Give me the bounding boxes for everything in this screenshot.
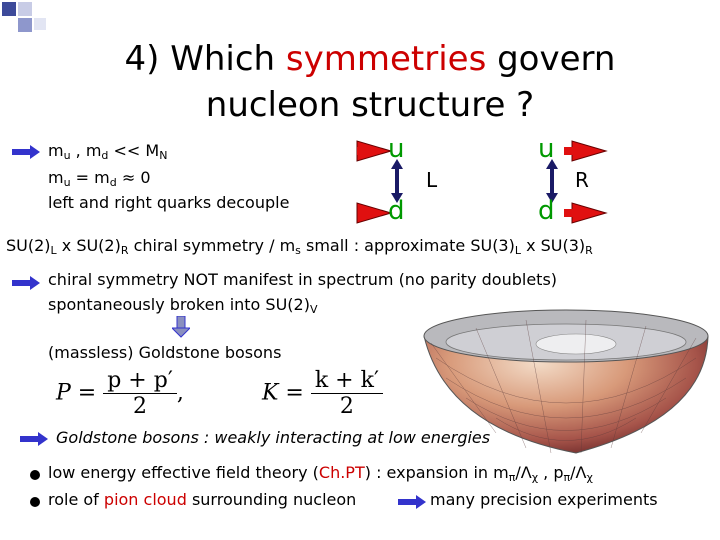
arrow-bullet-icon	[20, 432, 48, 446]
mexican-hat-potential-image	[423, 309, 709, 454]
chiral-symmetry-line: SU(2)L x SU(2)R chiral symmetry / ms sma…	[6, 236, 593, 257]
precision-experiments-label: many precision experiments	[430, 490, 658, 509]
bullet-dot	[30, 470, 40, 480]
right-quark-u: u	[538, 134, 555, 164]
spontaneously-broken-line: spontaneously broken into SU(2)V	[48, 295, 318, 316]
page-title: 4) Which symmetries govern nucleon struc…	[124, 39, 616, 125]
left-handed-label: L	[426, 168, 438, 192]
decouple-line: left and right quarks decouple	[48, 193, 290, 212]
bullet-dot	[30, 497, 40, 507]
right-handed-label: R	[575, 168, 589, 192]
chpt-line: low energy effective field theory (Ch.PT…	[48, 463, 593, 484]
down-arrow-icon	[172, 316, 190, 338]
arrow-bullet-icon	[12, 276, 40, 290]
quark-mass-zero-line: mu = md ≈ 0	[48, 168, 151, 189]
equation-P: P = p + p′2,	[56, 368, 184, 419]
quark-mass-line: mu , md << MN	[48, 141, 168, 162]
arrow-right-icon	[398, 495, 426, 509]
goldstone-bosons-label: (massless) Goldstone bosons	[48, 343, 282, 362]
equation-K: K = k + k′2	[262, 368, 383, 419]
corner-decoration	[2, 2, 46, 32]
weakly-interacting-line: Goldstone bosons : weakly interacting at…	[56, 428, 491, 447]
left-quark-d: d	[388, 196, 405, 226]
left-handed-diagram	[356, 140, 403, 224]
pion-cloud-line: role of pion cloud surrounding nucleon	[48, 490, 357, 509]
right-quark-d: d	[538, 196, 555, 226]
not-manifest-line: chiral symmetry NOT manifest in spectrum…	[48, 270, 558, 289]
right-handed-diagram	[546, 140, 608, 224]
arrow-bullet-icon	[12, 145, 40, 159]
title-highlight: symmetries	[285, 39, 487, 79]
left-quark-u: u	[388, 134, 405, 164]
